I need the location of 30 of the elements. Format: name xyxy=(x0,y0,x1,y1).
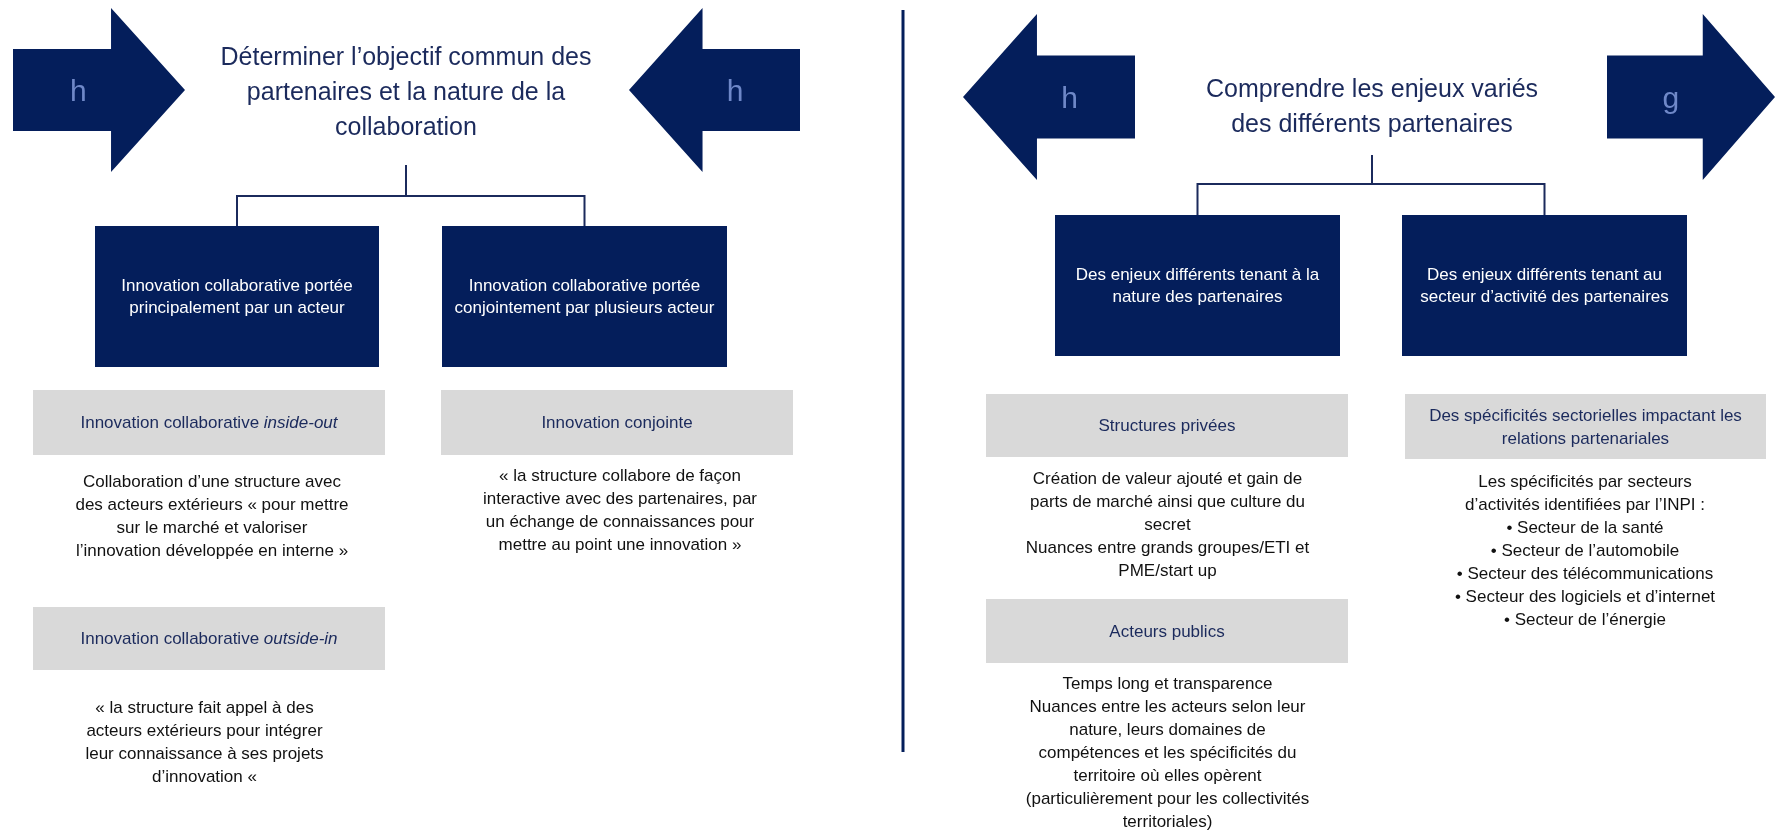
list-item: • Secteur de l’automobile xyxy=(1489,540,1681,562)
list-item: • Secteur de l’énergie xyxy=(1503,609,1667,631)
arrow-label: h xyxy=(726,74,744,108)
description-text: « la structure collabore de façon interactive avec des partenaires, par un échange de connaissances pour mettre au point une innovation » xyxy=(481,465,758,556)
description-text: « la structure fait appel à des acteurs extérieurs pour intégrer leur connaissance à ses projets d’innovation « xyxy=(84,697,325,788)
connector-line xyxy=(405,164,586,227)
category-box: Innovation collaborative portée conjointement par plusieurs acteur xyxy=(442,226,727,367)
description-text: Collaboration d’une structure avec des acteurs extérieurs « pour mettre sur le marché et valoriser l’innovation développée en interne » xyxy=(74,471,350,562)
description-text: Nuances entre grands groupes/ETI et PME/start up xyxy=(1025,537,1310,582)
subcategory-box: Innovation collaborative inside-out xyxy=(33,390,385,455)
heading-text: Comprendre les enjeux variés des différents partenaires xyxy=(1192,68,1552,144)
description-text: Temps long et transparence xyxy=(1061,673,1274,695)
arrow-label: g xyxy=(1662,81,1680,115)
arrow-label: h xyxy=(70,74,87,108)
list-item: • Secteur des logiciels et d’internet xyxy=(1453,586,1717,608)
subcategory-box: Innovation collaborative outside-in xyxy=(33,607,385,670)
list-item: • Secteur de la santé xyxy=(1505,517,1665,539)
description-text: Création de valeur ajouté et gain de parts de marché ainsi que culture du secret xyxy=(1029,468,1306,536)
heading-text: Déterminer l’objectif commun des partenaires et la nature de la collaboration xyxy=(186,36,626,146)
arrow-label: h xyxy=(1061,81,1078,115)
description-text: Nuances entre les acteurs selon leur nature, leurs domaines de compétences et les spécificités du territoire où elles opèrent (particulièrement pour les collectivités territoriales) xyxy=(1025,696,1310,833)
subcategory-box: Des spécificités sectorielles impactant les relations partenariales xyxy=(1405,394,1766,459)
category-box: Innovation collaborative portée principalement par un acteur xyxy=(95,226,379,367)
category-box: Des enjeux différents tenant à la nature des partenaires xyxy=(1055,215,1340,356)
subcategory-box: Innovation conjointe xyxy=(441,390,793,455)
description-text: Les spécificités par secteurs d’activités identifiées par l’INPI : xyxy=(1464,471,1706,516)
category-box: Des enjeux différents tenant au secteur d’activité des partenaires xyxy=(1402,215,1687,356)
subcategory-box: Acteurs publics xyxy=(986,599,1348,663)
list-item: • Secteur des télécommunications xyxy=(1455,563,1715,585)
subcategory-box: Structures privées xyxy=(986,394,1348,457)
